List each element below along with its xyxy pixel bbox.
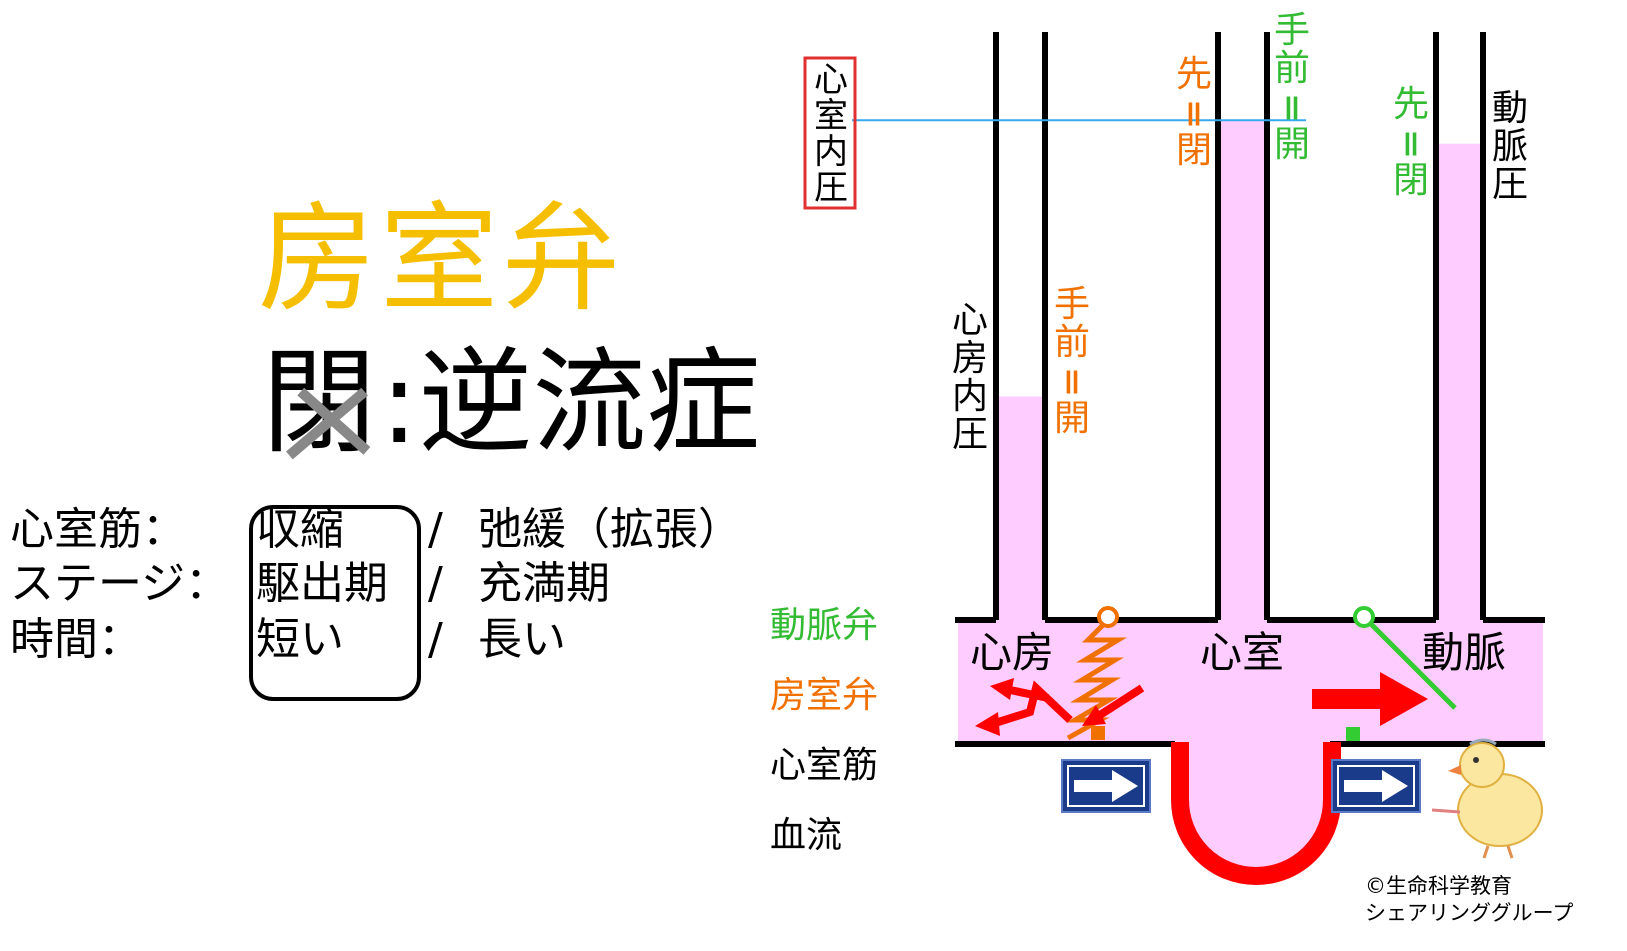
separator: /	[428, 614, 443, 665]
chick-mascot-icon	[1431, 738, 1543, 859]
av-valve-seat	[1091, 726, 1105, 740]
regurgitation-arrowheads	[975, 678, 1106, 736]
row-label-time: 時間：	[10, 614, 142, 665]
ventricular-pressure-label: 心室内圧	[814, 60, 848, 208]
page-title: 房室弁	[258, 190, 625, 328]
row-label-stage: ステージ：	[10, 558, 230, 609]
credit-line: シェアリンググループ	[1365, 901, 1574, 925]
ventricular-pressure-label-box	[803, 56, 857, 210]
closed-char-crossed: 閉	[262, 346, 376, 460]
arterial-pressure-label: 動脈圧	[1491, 88, 1528, 205]
ventricle-bulge-fill	[1188, 744, 1324, 868]
selected-option-stage: 駆出期	[256, 558, 388, 609]
legend-av-valve: 房室弁	[770, 675, 879, 716]
arterial-valve-seat	[1346, 727, 1360, 741]
arterial-valve-hinge	[1353, 606, 1375, 628]
chamber-label-atrium: 心房	[970, 628, 1055, 677]
direction-sign-left	[1061, 759, 1151, 813]
status-text: :逆流症	[380, 336, 761, 469]
separator: /	[428, 504, 443, 555]
arterial-pressure-fill	[1438, 143, 1482, 622]
selected-option-muscle: 収縮	[256, 504, 344, 555]
chamber-label-ventricle: 心室	[1200, 628, 1285, 677]
arterial-valve-leaflet	[1362, 615, 1457, 710]
selected-options-box	[249, 505, 421, 701]
credit: ©生命科学教育 シェアリンググループ	[1365, 873, 1573, 927]
tube-walls	[955, 32, 1545, 747]
av-valve-spring	[1065, 618, 1127, 741]
direction-sign-right	[1331, 759, 1421, 813]
row-label-muscle: 心室筋：	[10, 504, 186, 555]
cross-mark-icon	[286, 387, 371, 460]
status-line: 閉 :逆流症	[262, 346, 760, 460]
alternative-option-stage: 充満期	[478, 558, 610, 609]
legend-arterial-valve: 動脈弁	[770, 605, 879, 646]
legend-blood-flow: 血流	[770, 815, 843, 856]
selected-option-time: 短い	[256, 614, 344, 665]
alternative-option-time: 長い	[478, 614, 566, 665]
credit-line: ©生命科学教育	[1365, 874, 1512, 898]
alternative-option-muscle: 弛緩（拡張）	[478, 504, 742, 555]
ventricular-pressure-fill	[1220, 120, 1266, 622]
ventricular-muscle	[1171, 742, 1341, 885]
legend-ventricular-muscle: 心室筋	[770, 745, 879, 786]
av-valve-hinge	[1097, 606, 1119, 628]
forward-flow-arrow	[1312, 672, 1428, 726]
atrial-pressure-label: 心房内圧	[951, 300, 988, 455]
atrial-pressure-fill	[998, 396, 1044, 622]
separator: /	[428, 558, 443, 609]
regurgitation-arrows	[990, 680, 1145, 728]
chamber-label-artery: 動脈	[1422, 628, 1507, 677]
main-chamber-fill	[958, 620, 1543, 744]
